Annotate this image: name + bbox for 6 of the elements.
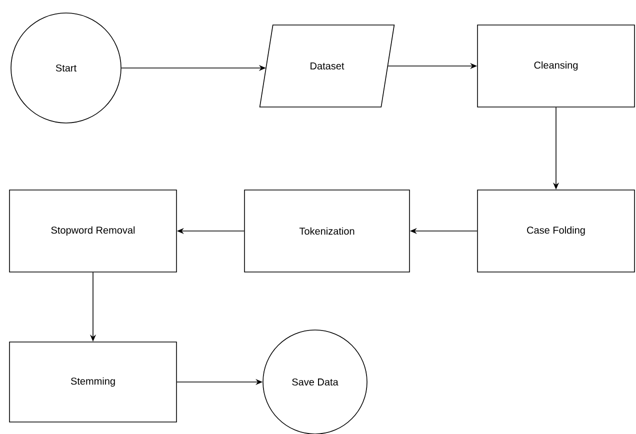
- process-box: Tokenization: [244, 190, 410, 272]
- process-box: Stemming: [9, 342, 177, 422]
- data-parallelogram: Dataset: [259, 24, 395, 108]
- process-box: Cleansing: [477, 24, 635, 108]
- process-box: Stopword Removal: [9, 190, 177, 272]
- process-box: Case Folding: [477, 190, 635, 272]
